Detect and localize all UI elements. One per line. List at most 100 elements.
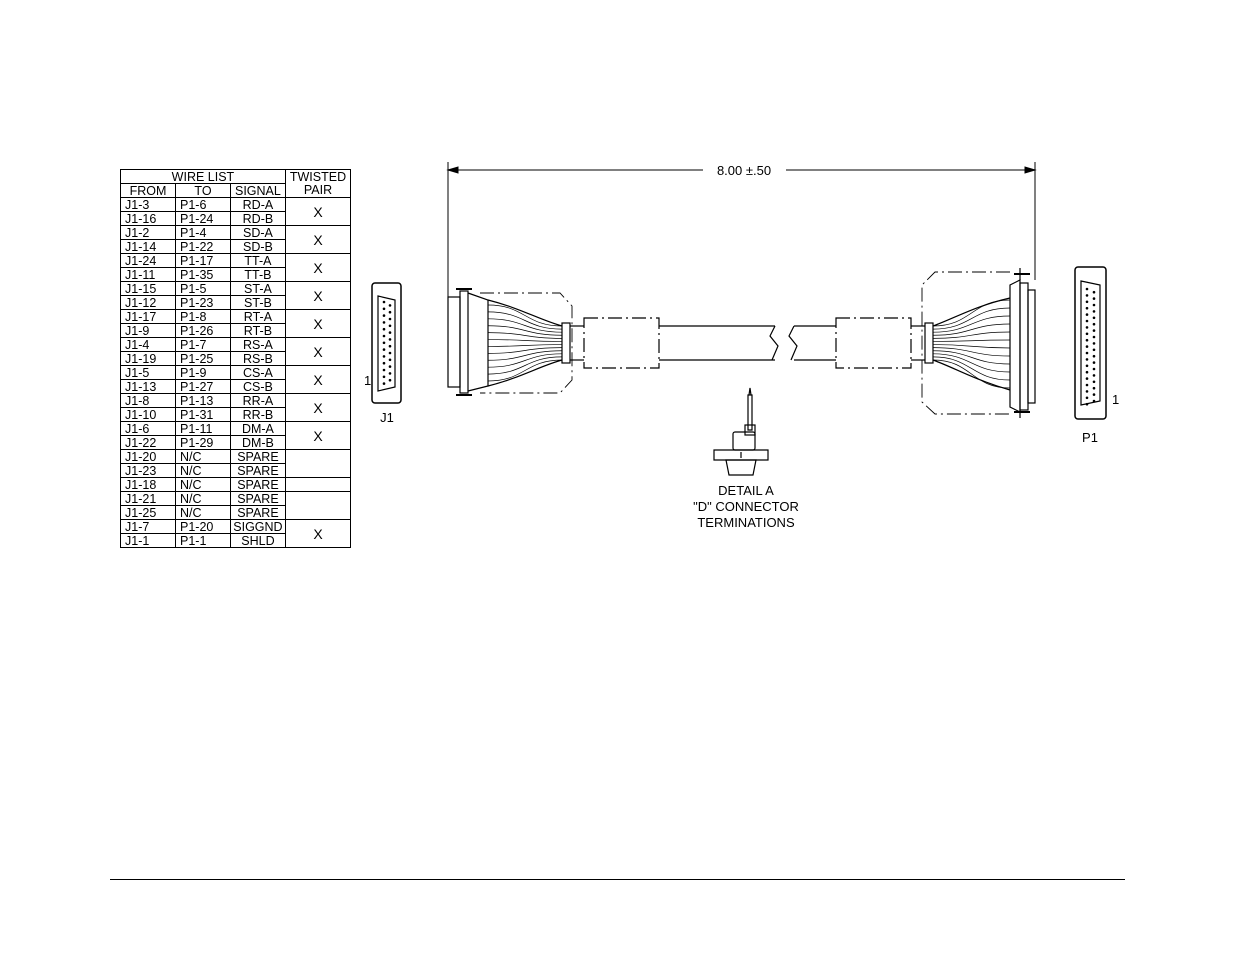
pin-dot (1085, 377, 1089, 380)
column-header-signal: SIGNAL (230, 183, 286, 198)
wire-strand (487, 332, 563, 339)
pin-dot (1085, 300, 1089, 304)
j1-connector-side-view (447, 288, 573, 396)
cell-twisted-pair: X (284, 281, 352, 310)
detail-a-subtitle: "D" CONNECTOR (693, 499, 799, 514)
wire-strand (487, 359, 563, 382)
pin-dot (382, 368, 386, 372)
wire-strand (487, 339, 563, 342)
cell-from: J1-17 (120, 309, 176, 324)
cell-signal: RT-A (230, 309, 286, 324)
pin-dot (1085, 383, 1089, 387)
pin-dot (1085, 390, 1089, 393)
pin-dot (382, 334, 386, 338)
cell-to: P1-4 (175, 225, 231, 240)
pin-dot (1092, 290, 1096, 294)
wire-strand (487, 356, 563, 375)
pin-dot (388, 310, 392, 314)
wire-strand (932, 315, 1011, 333)
cell-signal: RS-B (230, 351, 286, 366)
wire-strand (932, 331, 1011, 339)
wire-strand (932, 356, 1011, 381)
wire-strand (932, 350, 1011, 365)
pin-dot (1085, 294, 1089, 297)
p1-connector-face (1074, 266, 1107, 420)
page-footer-rule (110, 879, 1125, 880)
pin-dot (388, 378, 392, 382)
wire-strand (487, 347, 563, 354)
j1-label: J1 (380, 410, 394, 425)
pin-dot (382, 375, 386, 379)
j1-pin-1-label: 1 (364, 373, 371, 388)
cell-to: P1-1 (175, 533, 231, 548)
wire-strand (932, 353, 1011, 373)
cell-to: P1-17 (175, 253, 231, 268)
wire-strand (487, 318, 563, 333)
pin-dot (1092, 386, 1096, 390)
pin-dot (1092, 380, 1096, 384)
pin-dot (382, 382, 386, 385)
pin-dot (382, 314, 386, 317)
pin-dot (1092, 310, 1096, 313)
cell-from: J1-1 (120, 533, 176, 548)
pin-dot (1085, 358, 1089, 361)
pin-dot (1085, 402, 1089, 406)
cell-from: J1-25 (120, 505, 176, 520)
cell-signal: RR-B (230, 407, 286, 422)
pin-dot (388, 338, 392, 341)
p1-label: P1 (1082, 430, 1098, 445)
pin-dot (388, 304, 392, 307)
pin-dot (1092, 361, 1096, 364)
pin-dot (1085, 306, 1089, 310)
pin-dot (1085, 326, 1089, 329)
cell-signal: SD-A (230, 225, 286, 240)
cell-signal: TT-B (230, 267, 286, 282)
wire-strand (932, 359, 1011, 389)
pin-dot (1085, 332, 1089, 336)
cell-signal: SPARE (230, 505, 286, 520)
wire-strand (487, 344, 563, 347)
pin-dot (1085, 370, 1089, 374)
j1-connector-face (371, 282, 402, 404)
pin-dot (1092, 393, 1096, 396)
cell-from: J1-14 (120, 239, 176, 254)
wire-strand (932, 344, 1011, 349)
cell-twisted-pair: X (284, 365, 352, 394)
pin-dot (388, 358, 392, 362)
pin-dot (388, 317, 392, 321)
cell-to: P1-6 (175, 197, 231, 212)
detail-a-caption: TERMINATIONS (697, 515, 795, 530)
wire-strand (932, 323, 1011, 336)
cell-from: J1-6 (120, 421, 176, 436)
p1-connector-side-view (921, 268, 1036, 418)
pin-dot (388, 351, 392, 355)
pin-dot (1092, 303, 1096, 307)
dimension-label: 8.00 ±.50 (717, 163, 771, 178)
cable-body (570, 317, 925, 369)
pin-dot (382, 348, 386, 351)
p1-pin-1-label: 1 (1112, 392, 1119, 407)
pin-dot (382, 355, 386, 358)
pin-dot (1092, 297, 1096, 300)
cell-twisted-pair (284, 491, 352, 520)
cell-signal: SPARE (230, 491, 286, 506)
pin-dot (1092, 335, 1096, 339)
pin-dot (1092, 329, 1096, 332)
pin-dot (382, 300, 386, 304)
cell-to: N/C (175, 477, 231, 492)
pin-dot (382, 307, 386, 311)
cell-to: P1-25 (175, 351, 231, 366)
wire-strand (932, 347, 1011, 357)
